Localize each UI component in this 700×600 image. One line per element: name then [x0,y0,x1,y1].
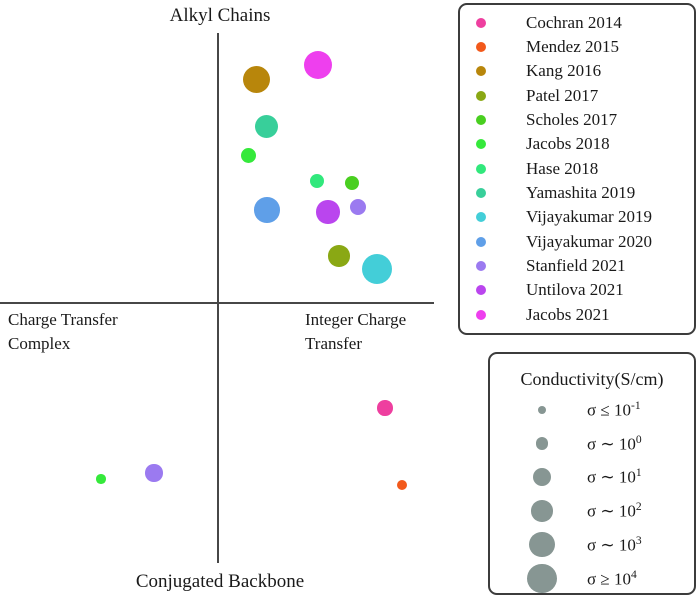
size-legend-label: σ ∼ 100 [587,432,642,454]
axis-label-top: Alkyl Chains [169,5,271,26]
legend-item-label: Kang 2016 [526,61,602,81]
size-legend-label: σ ∼ 101 [587,466,642,488]
legend-color-dot [476,163,486,174]
legend-item: Scholes 2017 [460,109,618,129]
legend-color-dot [476,66,486,77]
legend-color-dot [476,17,486,28]
size-legend-circle [537,405,547,415]
legend-item: Jacobs 2018 [460,134,610,154]
size-legend-label: σ ∼ 103 [587,533,642,555]
quadrant-label-line: Transfer [305,334,362,353]
legend-item-label: Mendez 2015 [526,36,620,56]
legend-item-label: Vijayakumar 2020 [526,231,652,251]
legend-item-label: Stanfield 2021 [526,256,626,276]
data-point-scholes-2017 [344,175,360,191]
legend-color-dot [476,41,486,52]
legend-item: Kang 2016 [460,61,602,81]
data-point-stanfield-2021 [145,464,163,482]
size-legend-label: σ ∼ 102 [587,500,642,521]
data-point-vijayakumar-2019 [362,254,392,284]
legend-item-label: Vijayakumar 2019 [526,207,652,227]
legend-item-label: Hase 2018 [526,158,599,178]
data-point-yamashita-2019 [254,114,278,138]
size-legend-label: σ ≥ 104 [587,567,637,589]
quadrant-label-line: Integer Charge [305,310,407,329]
legend-item: Mendez 2015 [460,36,620,56]
axis-label-bottom: Conjugated Backbone [135,571,305,592]
data-point-stanfield-2021 [350,199,366,215]
size-legend-circle [529,532,555,558]
legend-item-label: Untilova 2021 [526,280,624,300]
legend-item-label: Jacobs 2018 [526,134,610,154]
legend-item: Yamashita 2019 [460,183,636,203]
data-point-patel-2017 [328,245,350,267]
legend-item: Hase 2018 [460,158,599,178]
quadrant-label-line: Complex [8,334,71,353]
legend-color-dot [476,285,486,296]
legend-item: Untilova 2021 [460,280,624,300]
data-point-cochran-2014 [377,400,393,416]
conductivity-size-legend-box: Conductivity(S/cm) σ ≤ 10-1 σ ∼ 100 σ ∼ 10… [488,352,696,595]
data-point-vijayakumar-2020 [254,197,280,223]
legend-color-dot [476,236,486,247]
horizontal-axis-line [0,302,434,304]
quadrant-label-integer-charge-transfer: Integer Charge Transfer [305,308,406,356]
legend-item-label: Yamashita 2019 [526,183,636,203]
size-legend-circle [527,563,557,594]
vertical-axis-line [217,33,219,563]
size-legend-circle [535,437,549,450]
data-point-mendez-2015 [396,479,408,491]
quadrant-label-line: Charge Transfer [8,310,118,329]
size-legend-circle [533,468,551,487]
legend-item: Vijayakumar 2019 [460,207,652,227]
legend-color-dot [476,114,486,125]
legend-item: Vijayakumar 2020 [460,231,652,251]
legend-item-label: Scholes 2017 [526,109,618,129]
data-point-untilova-2021 [316,200,340,224]
legend-color-dot [476,212,486,223]
legend-item-label: Jacobs 2021 [526,304,610,324]
legend-item: Cochran 2014 [460,12,622,32]
legend-item: Stanfield 2021 [460,256,626,276]
size-legend-circle [531,500,553,522]
size-legend-title: Conductivity(S/cm) [520,369,664,389]
data-point-hase-2018 [309,173,325,189]
legend-color-dot [476,90,486,101]
data-point-jacobs-2021 [304,51,332,79]
quadrant-label-charge-transfer-complex: Charge Transfer Complex [8,308,118,356]
legend-item-label: Cochran 2014 [526,12,622,32]
legend-item: Patel 2017 [460,85,599,105]
data-point-jacobs-2018 [96,474,106,484]
size-legend-label: σ ≤ 10-1 [587,399,641,420]
legend-item-label: Patel 2017 [526,85,599,105]
legend-color-dot [476,139,486,150]
data-point-jacobs-2018 [240,147,256,163]
legend-color-dot [476,261,486,272]
legend-color-dot [476,188,486,199]
data-point-kang-2016 [242,65,270,93]
legend-item: Jacobs 2021 [460,304,610,324]
legend-color-dot [476,309,486,320]
